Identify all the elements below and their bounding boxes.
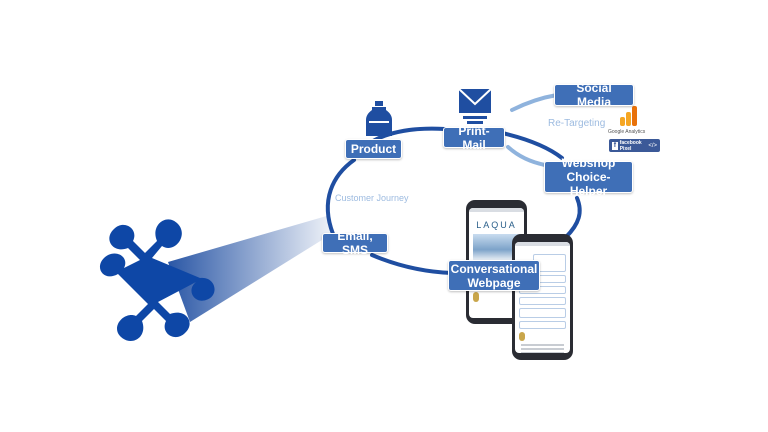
node-webshop-choice-helper: Webshop Choice-Helper [544,156,633,198]
facebook-pixel-label: facebook Pixel [619,139,642,152]
focus-beam [168,215,330,322]
phone-back-avatar-icon [519,332,525,341]
node-social-media: Social Media [554,81,634,109]
envelope-icon [458,88,492,124]
node-email-sms: Email, SMS [322,229,388,257]
phone-front-avatar-icon [473,292,479,302]
google-analytics-icon [620,106,637,126]
journey-line-email-conversational [370,253,454,275]
node-print-mail: Print-Mail [443,124,505,152]
bottle-icon [366,101,392,136]
journey-line-webshop-phone [564,196,582,239]
puzzle-piece-icon [99,219,215,342]
facebook-pixel-badge: f facebook Pixel </> [609,139,660,152]
node-conversational-webpage: Conversational Webpage [448,260,540,291]
phone-front-brand: LAQUA [476,220,517,230]
code-brackets-icon: </> [648,142,657,149]
phone-back-screen [515,242,570,353]
label-customer-journey: Customer Journey [335,193,409,203]
label-google-analytics: Google Analytics [608,129,646,135]
retargeting-line-top [510,93,559,112]
label-retargeting: Re-Targeting [548,118,606,129]
node-product: Product [345,139,402,159]
journey-line-printmail-webshop [496,130,564,160]
phone-mockup-back [512,234,573,360]
journey-line-product-email [325,158,356,236]
facebook-pixel-icon: f [612,141,618,150]
retargeting-line-bottom [506,145,547,167]
